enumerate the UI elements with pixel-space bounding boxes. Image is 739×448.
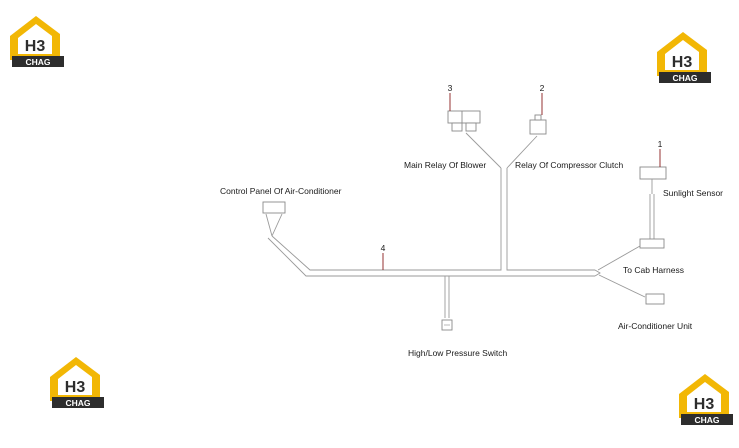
logo-bottom-left: H3 CHAG xyxy=(50,357,104,408)
logo-banner xyxy=(52,397,104,408)
label-main-relay: Main Relay Of Blower xyxy=(404,160,486,170)
cab-harness-connector xyxy=(639,238,665,249)
label-ac-unit: Air-Conditioner Unit xyxy=(618,321,693,331)
ac-unit-connector xyxy=(645,293,665,305)
control-panel-branch xyxy=(265,213,283,237)
logo-sub-text: CHAG xyxy=(672,73,697,83)
logo-sub-text: CHAG xyxy=(25,57,50,67)
logo-banner xyxy=(12,56,64,67)
callout-4: 4 xyxy=(381,243,386,253)
sunlight-sensor-connector xyxy=(639,166,667,180)
logo-sub-text: CHAG xyxy=(694,415,719,425)
logo-main-text: H3 xyxy=(672,54,693,71)
logo-inner-shape xyxy=(58,365,92,395)
callout-2: 2 xyxy=(540,83,545,93)
pressure-switch-branch xyxy=(444,276,450,318)
label-cab-harness: To Cab Harness xyxy=(623,265,684,275)
label-control-panel: Control Panel Of Air-Conditioner xyxy=(220,186,342,196)
label-sunlight-sensor: Sunlight Sensor xyxy=(663,188,723,198)
logo-main-text: H3 xyxy=(65,379,86,396)
logo-inner-shape xyxy=(18,24,52,54)
logo-bottom-right: H3 CHAG xyxy=(679,374,733,425)
callout-3: 3 xyxy=(448,83,453,93)
control-panel-connector xyxy=(262,201,286,214)
logo-top-left: H3 CHAG xyxy=(10,16,64,67)
logo-banner xyxy=(659,72,711,83)
relay-branches xyxy=(465,132,538,169)
callout-leaders xyxy=(382,93,661,270)
main-relay-connector xyxy=(447,110,481,132)
logo-banner xyxy=(681,414,733,425)
logo-sub-text: CHAG xyxy=(65,398,90,408)
label-compressor-relay: Relay Of Compressor Clutch xyxy=(515,160,623,170)
callout-1: 1 xyxy=(658,139,663,149)
main-harness-trunk xyxy=(267,168,601,277)
logo-main-text: H3 xyxy=(694,396,715,413)
logo-top-right: H3 CHAG xyxy=(657,32,711,83)
logo-inner-shape xyxy=(665,40,699,70)
label-pressure-switch: High/Low Pressure Switch xyxy=(408,348,507,358)
logo-inner-shape xyxy=(687,382,721,412)
compressor-relay-connector xyxy=(529,114,547,135)
logo-main-text: H3 xyxy=(25,38,46,55)
right-side-branches xyxy=(597,194,655,298)
